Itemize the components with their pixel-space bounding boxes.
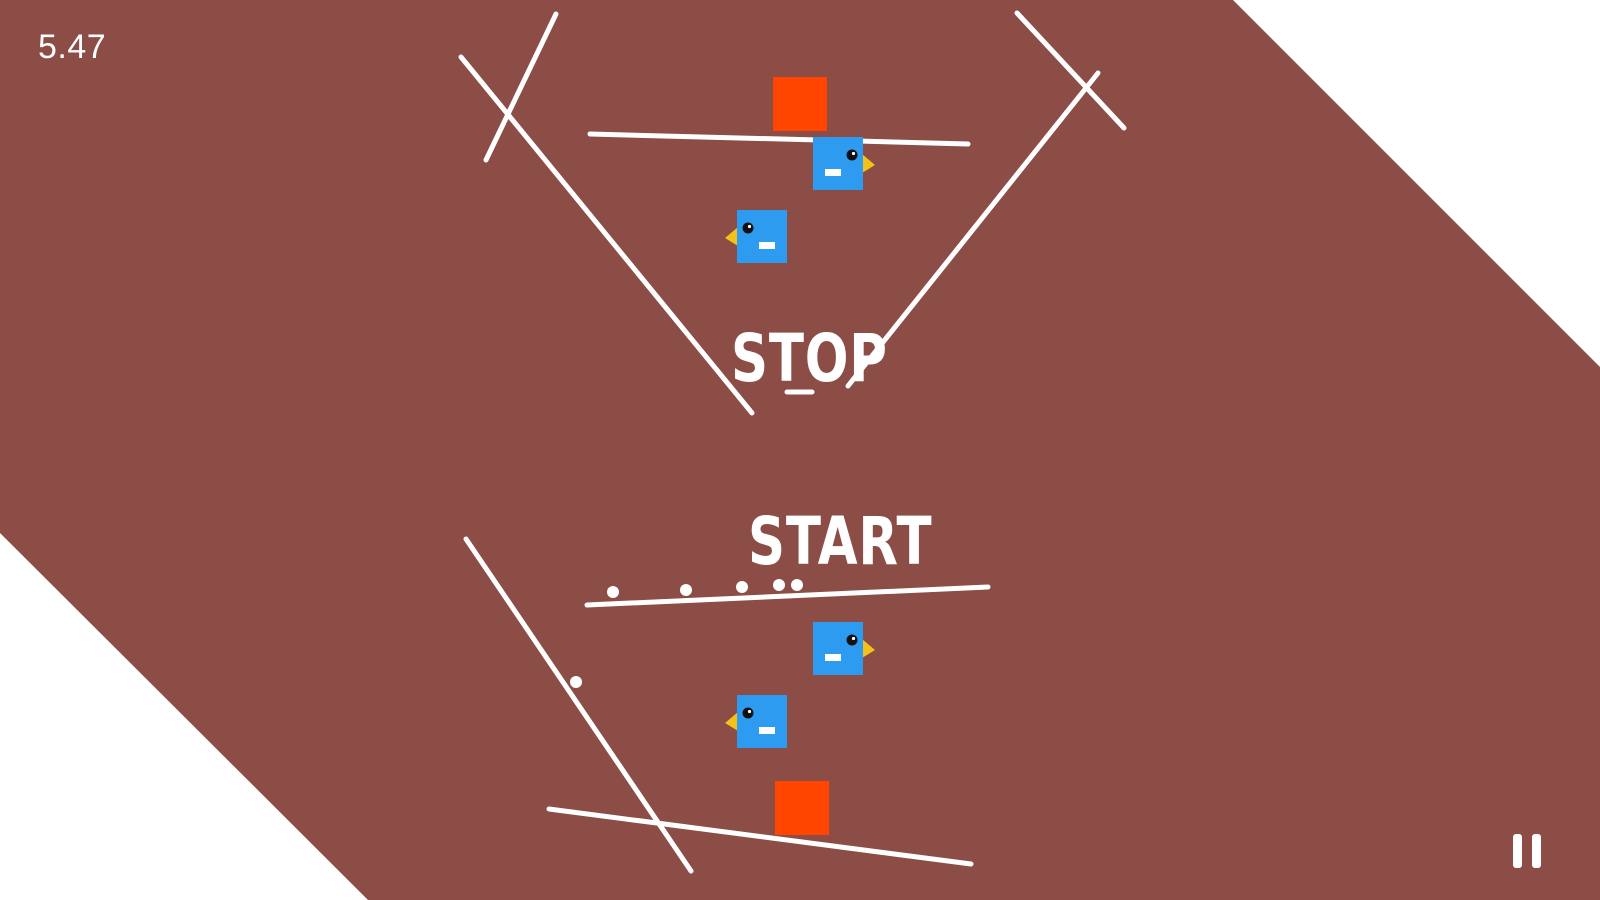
dot [680,584,692,596]
bird-mouth [825,169,841,176]
line [587,131,971,147]
bird-eye [742,707,754,719]
bird-body [737,695,787,748]
beak [862,639,875,658]
beak [725,227,738,246]
dots [570,579,803,688]
lower-line-structure [463,536,991,874]
bird-mouth [759,727,775,734]
stop-label: STOP [731,320,888,397]
bird-mouth [759,242,775,249]
line [463,536,694,874]
dot [607,586,619,598]
line [1014,10,1127,131]
lower-left-bird [725,695,787,748]
line [845,70,1101,389]
upper-line-structure [458,10,1127,416]
upper-right-bird [813,137,875,190]
beak [862,154,875,173]
bird-eye [846,149,858,161]
dot [791,579,803,591]
dot [736,581,748,593]
upper-left-bird [725,210,787,263]
dot [570,676,582,688]
start-label: START [748,503,933,580]
dot [773,579,785,591]
lower-block [775,781,829,835]
bird-body [813,137,863,190]
bird-body [813,622,863,675]
pause-button[interactable] [1508,832,1548,872]
line [584,584,991,608]
line [483,11,559,163]
beak [725,712,738,731]
bird-eye [742,222,754,234]
upper-block [773,77,827,131]
lower-right-bird [813,622,875,675]
bird-body [737,210,787,263]
timer-display: 5.47 [38,28,107,66]
bird-eye [846,634,858,646]
line [546,806,974,867]
bird-mouth [825,654,841,661]
